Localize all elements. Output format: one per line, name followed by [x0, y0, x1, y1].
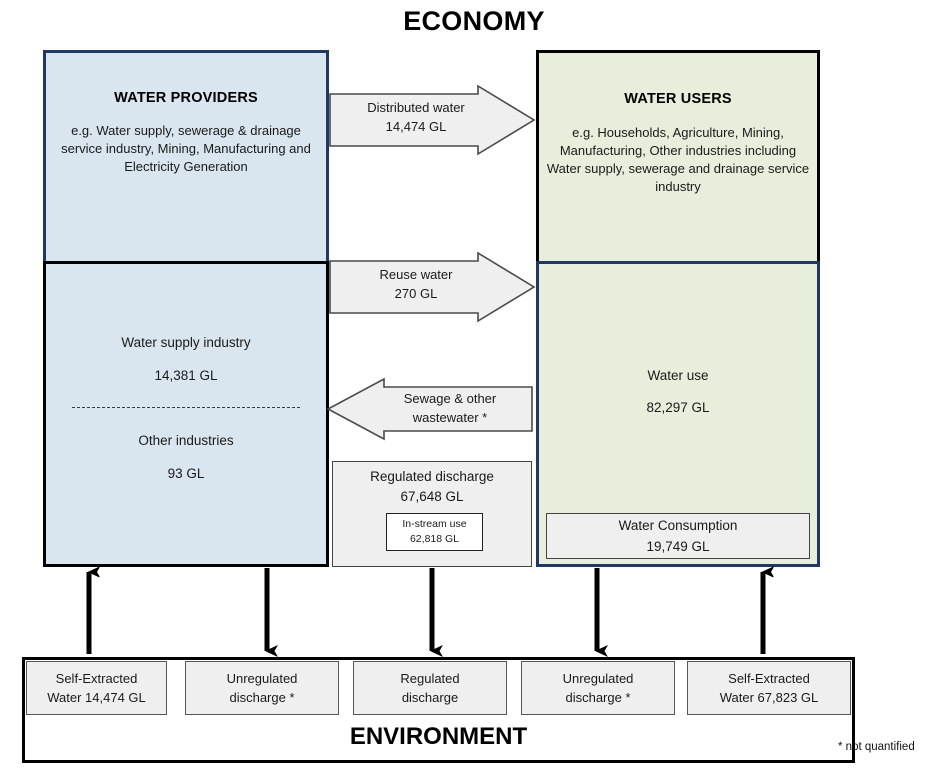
- water-supply-industry-value: 14,381 GL: [154, 368, 218, 383]
- other-industries-value: 93 GL: [167, 466, 205, 481]
- in-stream-use-text: In-stream use 62,818 GL: [386, 517, 483, 547]
- water-providers-top-box: [43, 50, 329, 262]
- env-cell-line1: Unregulated: [562, 671, 634, 686]
- regulated-discharge-text: Regulated discharge 67,648 GL: [332, 467, 532, 507]
- water-consumption-text: Water Consumption 19,749 GL: [546, 515, 810, 557]
- in-stream-use-box: [386, 513, 483, 551]
- water-providers-heading: WATER PROVIDERS: [114, 90, 258, 106]
- environment-cell: Unregulated discharge *: [521, 661, 675, 715]
- reuse-water-value: 270 GL: [394, 286, 438, 301]
- env-cell-line2: Water 14,474 GL: [47, 690, 146, 705]
- env-cell-line2: Water 67,823 GL: [719, 690, 819, 705]
- sewage-line-1: Sewage & other: [403, 391, 497, 406]
- distributed-water-value: 14,474 GL: [385, 119, 447, 134]
- sewage-line-2: wastewater *: [412, 410, 488, 425]
- sewage-wastewater-label: Sewage & other wastewater *: [372, 389, 528, 427]
- water-consumption-value: 19,749 GL: [646, 539, 710, 554]
- env-cell-line2: discharge: [401, 690, 459, 705]
- water-use-label: Water use: [647, 368, 709, 383]
- regulated-discharge-value: 67,648 GL: [400, 489, 464, 504]
- environment-title: ENVIRONMENT: [349, 723, 528, 750]
- providers-divider: [72, 407, 300, 408]
- distributed-water-label: Distributed water 14,474 GL: [336, 98, 496, 136]
- in-stream-use-label: In-stream use: [402, 518, 467, 530]
- water-users-top-box: [536, 50, 820, 262]
- environment-cell: Self-Extracted Water 67,823 GL: [687, 661, 851, 715]
- water-users-description: e.g. Households, Agriculture, Mining, Ma…: [546, 125, 810, 194]
- water-use-value: 82,297 GL: [646, 400, 710, 415]
- env-cell-line1: Unregulated: [226, 671, 298, 686]
- regulated-discharge-label: Regulated discharge: [370, 469, 494, 484]
- env-cell-line1: Self-Extracted: [728, 671, 810, 686]
- environment-cell: Unregulated discharge *: [185, 661, 339, 715]
- page-title: ECONOMY: [403, 6, 545, 36]
- env-cell-line1: Self-Extracted: [55, 671, 138, 686]
- reuse-water-label: Reuse water 270 GL: [336, 265, 496, 303]
- distributed-water-title: Distributed water: [367, 100, 465, 115]
- water-users-heading: WATER USERS: [624, 91, 732, 107]
- env-cell-line2: discharge *: [229, 690, 295, 705]
- env-cell-line1: Regulated: [400, 671, 460, 686]
- env-cell-line2: discharge *: [565, 690, 631, 705]
- other-industries-label: Other industries: [138, 433, 234, 448]
- water-providers-description: e.g. Water supply, sewerage & drainage s…: [61, 123, 311, 174]
- footnote-not-quantified: * not quantified: [838, 741, 915, 753]
- environment-cell: Regulated discharge: [353, 661, 507, 715]
- water-providers-bottom-box: [43, 261, 329, 567]
- in-stream-use-value: 62,818 GL: [409, 533, 460, 545]
- water-consumption-box: [546, 513, 810, 559]
- water-consumption-label: Water Consumption: [618, 518, 738, 533]
- environment-cell: Self-Extracted Water 14,474 GL: [26, 661, 167, 715]
- water-supply-industry-label: Water supply industry: [121, 335, 251, 350]
- reuse-water-title: Reuse water: [379, 267, 453, 282]
